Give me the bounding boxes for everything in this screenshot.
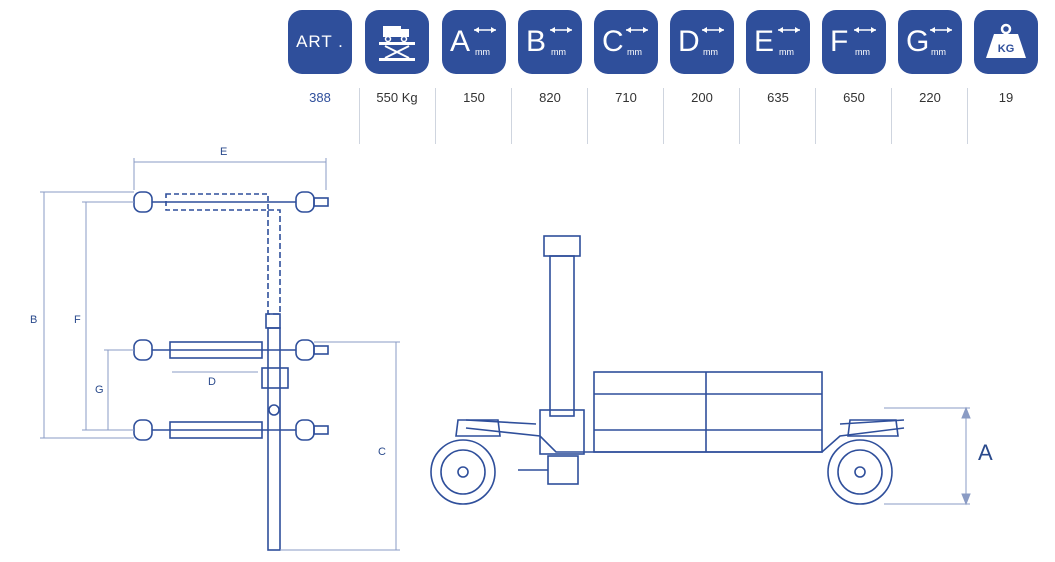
column-separator — [511, 88, 512, 144]
column-separator — [663, 88, 664, 144]
column-separator — [967, 88, 968, 144]
top-roller — [165, 193, 269, 211]
truck-lift-icon — [365, 10, 429, 74]
drive-unit — [539, 409, 585, 455]
dimension-label-b: B — [30, 314, 38, 326]
side-view — [430, 235, 905, 505]
dimension-d-icon: D mm — [670, 10, 734, 74]
dimension-g-icon: G mm — [898, 10, 962, 74]
load-box — [593, 371, 823, 453]
dimension-a-icon: A mm — [442, 10, 506, 74]
middle-roller — [169, 341, 263, 359]
dimension-label-d: D — [208, 376, 216, 388]
value-load: 550 Kg — [376, 90, 418, 105]
dimension-label-f: F — [74, 314, 81, 326]
value-art: 388 — [309, 90, 331, 105]
top-view — [133, 191, 329, 551]
column-separator — [359, 88, 360, 144]
spec-header: ART . A mm B mm C mm D mm E mm — [288, 10, 1048, 150]
mast — [549, 255, 575, 417]
article-icon: ART . — [288, 10, 352, 74]
column-separator — [739, 88, 740, 144]
left-wheel — [430, 439, 496, 505]
top-axle-end — [313, 197, 329, 207]
value-c: 710 — [615, 90, 637, 105]
dimension-label-e: E — [220, 146, 228, 158]
right-wheel — [827, 439, 893, 505]
top-view-dimensions — [40, 158, 400, 551]
middle-left-wheel — [133, 339, 153, 361]
bottom-roller — [169, 421, 263, 439]
value-b: 820 — [539, 90, 561, 105]
column-separator — [891, 88, 892, 144]
dimension-label-a: A — [978, 440, 993, 465]
dimension-b-icon: B mm — [518, 10, 582, 74]
spine-handle — [261, 367, 289, 389]
dimension-e-icon: E mm — [746, 10, 810, 74]
bottom-right-wheel — [295, 419, 315, 441]
left-caster-fork — [455, 419, 501, 437]
dimension-c-icon: C mm — [594, 10, 658, 74]
truck-lift-glyph — [379, 26, 415, 61]
top-right-wheel — [295, 191, 315, 213]
middle-right-wheel — [295, 339, 315, 361]
lower-spine — [267, 327, 281, 551]
weight-glyph: KG — [986, 23, 1026, 58]
upper-spine — [267, 209, 281, 315]
weight-kg-icon: KG — [974, 10, 1038, 74]
column-separator — [435, 88, 436, 144]
column-separator — [815, 88, 816, 144]
value-f: 650 — [843, 90, 865, 105]
art-label: ART . — [296, 32, 344, 51]
value-weight: 19 — [998, 90, 1014, 105]
mast-head — [543, 235, 581, 257]
dimension-label-g: G — [95, 384, 104, 396]
spine-bolt — [268, 404, 280, 416]
value-d: 200 — [691, 90, 713, 105]
side-view-dimensions — [884, 406, 971, 506]
spine-clamp — [265, 313, 281, 329]
middle-axle-end — [313, 345, 329, 355]
right-caster-fork — [847, 419, 899, 437]
dimension-label-c: C — [378, 446, 386, 458]
bottom-left-wheel — [133, 419, 153, 441]
pedal-box — [547, 455, 579, 485]
chassis — [465, 427, 905, 453]
bottom-axle-end — [313, 425, 329, 435]
dimension-f-icon: F mm — [822, 10, 886, 74]
top-left-wheel — [133, 191, 153, 213]
value-g: 220 — [919, 90, 941, 105]
kg-label: KG — [998, 43, 1015, 55]
column-separator — [587, 88, 588, 144]
value-e: 635 — [767, 90, 789, 105]
value-a: 150 — [463, 90, 485, 105]
